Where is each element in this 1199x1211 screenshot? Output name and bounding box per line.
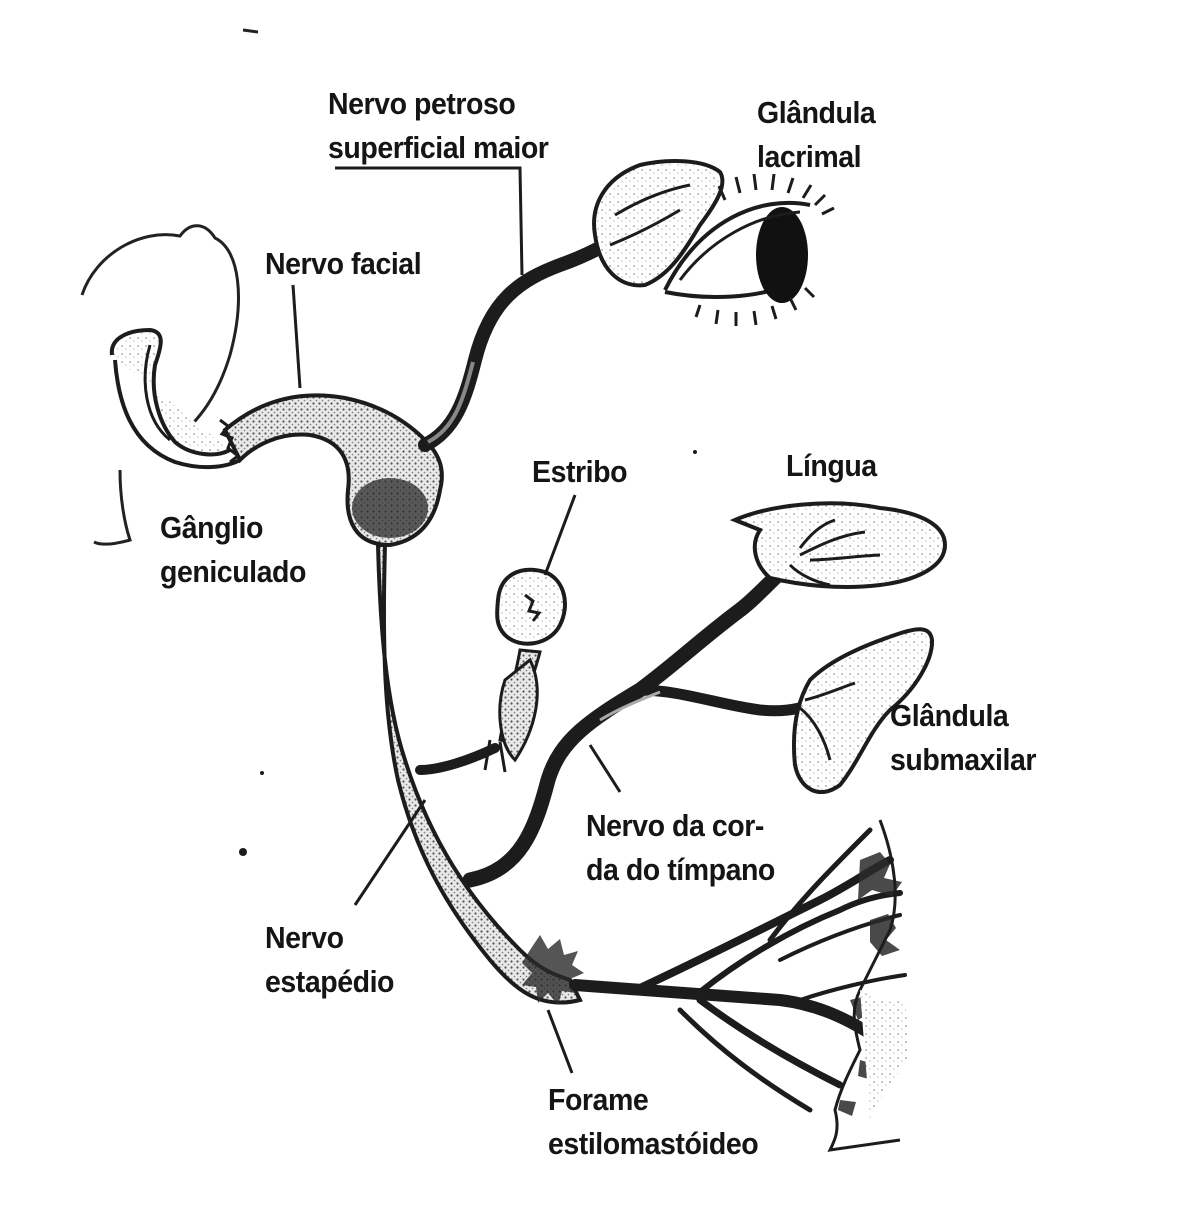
face-profile-shade xyxy=(860,990,910,1120)
label-nervo-corda-timpano-line1: Nervo da cor- xyxy=(586,804,775,848)
label-nervo-estapedio: Nervo estapédio xyxy=(265,916,394,1004)
label-glandula-submaxilar: Glândula submaxilar xyxy=(890,694,1036,782)
label-nervo-estapedio-line1: Nervo xyxy=(265,916,394,960)
stray-dot-3 xyxy=(260,771,264,775)
label-glandula-lacrimal-line2: lacrimal xyxy=(757,135,875,179)
label-forame-estilomastoideo: Forame estilomastóideo xyxy=(548,1078,758,1166)
label-lingua: Língua xyxy=(786,444,877,488)
label-nervo-corda-timpano-line2: da do tímpano xyxy=(586,848,775,892)
tongue xyxy=(735,503,945,587)
label-ganglio-geniculado: Gânglio geniculado xyxy=(160,506,306,594)
label-ganglio-geniculado-line2: geniculado xyxy=(160,550,306,594)
leader-estapedio xyxy=(355,800,425,905)
stray-dot-1 xyxy=(239,848,247,856)
stray-dot-2 xyxy=(693,450,697,454)
leader-estribo xyxy=(545,495,575,575)
leader-forame xyxy=(548,1010,572,1073)
stapedius-muscle xyxy=(500,660,537,760)
label-ganglio-geniculado-line1: Gânglio xyxy=(160,506,306,550)
label-nervo-corda-timpano: Nervo da cor- da do tímpano xyxy=(586,804,775,892)
chorda-to-submaxilar xyxy=(640,690,810,711)
stray-mark xyxy=(243,30,258,32)
label-forame-estilomastoideo-line2: estilomastóideo xyxy=(548,1122,758,1166)
petrosal-nerve xyxy=(425,245,605,445)
leader-corda xyxy=(590,745,620,792)
stapedius-nerve xyxy=(420,748,495,770)
label-estribo-line1: Estribo xyxy=(532,450,627,494)
label-glandula-lacrimal-line1: Glândula xyxy=(757,91,875,135)
label-glandula-submaxilar-line2: submaxilar xyxy=(890,738,1036,782)
leader-facial xyxy=(293,285,300,388)
label-nervo-facial-line1: Nervo facial xyxy=(265,242,421,286)
geniculate-ganglion-shade xyxy=(352,478,428,538)
label-nervo-petroso: Nervo petroso superficial maior xyxy=(328,82,548,170)
label-estribo: Estribo xyxy=(532,450,627,494)
eye-iris xyxy=(756,207,808,303)
label-glandula-submaxilar-line1: Glândula xyxy=(890,694,1036,738)
label-nervo-estapedio-line2: estapédio xyxy=(265,960,394,1004)
nerve-root xyxy=(112,330,230,454)
head-outline-lower xyxy=(94,470,130,544)
label-nervo-petroso-line1: Nervo petroso xyxy=(328,82,548,126)
label-lingua-line1: Língua xyxy=(786,444,877,488)
label-nervo-petroso-line2: superficial maior xyxy=(328,126,548,170)
label-glandula-lacrimal: Glândula lacrimal xyxy=(757,91,875,179)
label-forame-estilomastoideo-line1: Forame xyxy=(548,1078,758,1122)
label-nervo-facial: Nervo facial xyxy=(265,242,421,286)
